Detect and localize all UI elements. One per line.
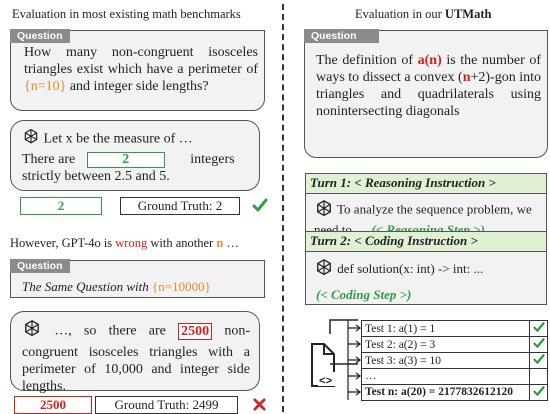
answer2-box: 2500	[14, 396, 92, 414]
left-heading: Evaluation in most existing math benchma…	[12, 7, 241, 21]
response2-box	[10, 311, 260, 391]
turn1-bar: Turn 1: < Reasoning Instruction >	[305, 173, 547, 194]
turn2-box	[305, 251, 547, 305]
test-row: Test n: a(20) = 2177832612120	[361, 383, 548, 401]
test-label: …	[361, 368, 530, 385]
openai-logo-icon	[22, 128, 40, 151]
right-question-tag: Question	[304, 29, 379, 43]
test-row: Test 1: a(1) = 1	[361, 320, 548, 337]
right-question-box	[304, 30, 548, 158]
however-line: However, GPT-4o is wrong with another n …	[10, 236, 239, 250]
ground-truth-box: Ground Truth: 2	[120, 197, 240, 215]
turn2-code: def solution(x: int) -> int: ...	[314, 258, 483, 282]
right-question-text: The definition of a(n) is the number of …	[316, 53, 542, 119]
question-box	[10, 30, 265, 111]
openai-logo-icon	[314, 199, 334, 222]
response2-text: …, so there are 2500 non-congruent isosc…	[22, 319, 250, 395]
test-label: Test 1: a(1) = 1	[361, 320, 530, 337]
right-heading: Evaluation in our UTMath	[355, 7, 492, 21]
openai-logo-icon	[314, 258, 334, 282]
code-file-icon: <>	[300, 318, 358, 405]
answer-box: 2	[20, 197, 102, 215]
panel-divider	[282, 4, 284, 412]
test-label: Test 2: a(2) = 3	[361, 336, 530, 353]
openai-logo-icon	[22, 319, 42, 344]
ground-truth2-box: Ground Truth: 2499	[95, 396, 238, 414]
question2-text: The Same Question with {n=10000}	[22, 279, 211, 294]
check-icon	[529, 368, 548, 385]
cross-icon	[252, 397, 267, 414]
turn2-step: (< Coding Step >)	[316, 287, 412, 302]
test-label: Test 3: a(3) = 10	[361, 352, 530, 369]
response-value: 2	[86, 152, 165, 168]
test-row: Test 2: a(2) = 3	[361, 336, 548, 353]
test-row: …	[361, 368, 548, 385]
check-icon	[529, 336, 548, 353]
check-icon	[529, 352, 548, 369]
test-label: Test n: a(20) = 2177832612120	[361, 383, 530, 401]
response-text: Let x be the measure of … There are 2 in…	[22, 128, 250, 185]
question-text: How many non-congruent isosceles triangl…	[24, 45, 258, 94]
response2-value: 2500	[178, 322, 213, 340]
turn2-bar: Turn 2: < Coding Instruction >	[305, 231, 547, 252]
code-glyph: <>	[319, 376, 333, 388]
check-icon	[529, 383, 548, 401]
question-param: {n=10}	[24, 79, 67, 94]
question-tag: Question	[10, 29, 70, 43]
question2-tag: Question	[10, 259, 70, 273]
test-row: Test 3: a(3) = 10	[361, 352, 548, 369]
table-connectors	[347, 320, 361, 400]
check-icon	[529, 320, 548, 337]
turn1-box	[305, 193, 547, 235]
check-icon	[252, 197, 268, 218]
